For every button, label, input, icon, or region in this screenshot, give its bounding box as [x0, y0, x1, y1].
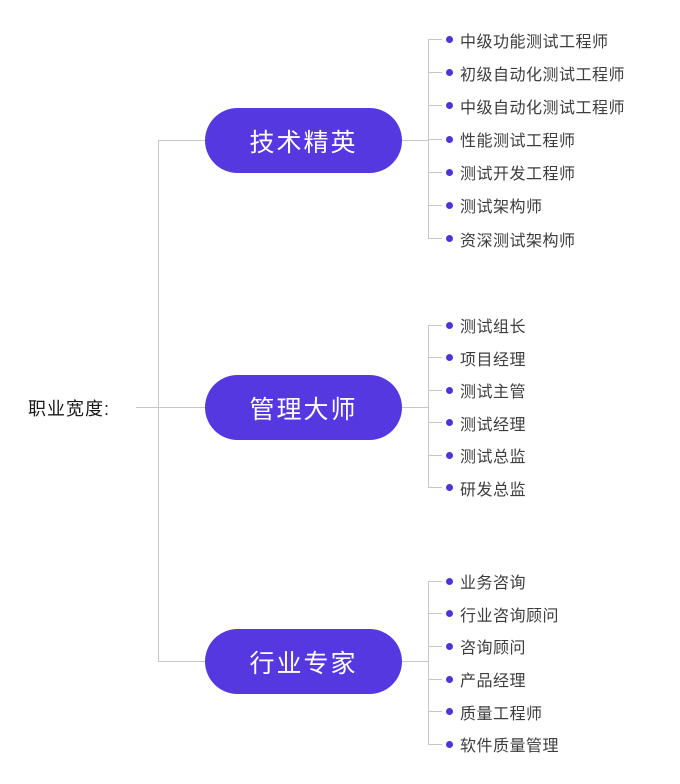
leaf-label: 业务咨询 — [460, 575, 527, 593]
leaf-label: 质量工程师 — [460, 705, 543, 723]
branch-node-management-master: 管理大师 — [205, 375, 402, 440]
bullet-icon — [446, 419, 453, 427]
bullet-icon — [446, 354, 453, 362]
leaf-label: 软件质量管理 — [460, 738, 560, 756]
leaf-item: 中级自动化测试工程师 — [428, 89, 625, 122]
leaf-connector-line — [428, 238, 442, 240]
leaf-connector-line — [428, 105, 442, 107]
leaf-connector-line — [428, 711, 442, 713]
bullet-icon — [446, 675, 453, 683]
leaf-connector-line — [428, 39, 442, 41]
branch-3-connector-line — [158, 661, 205, 662]
root-connector-line — [136, 407, 205, 408]
bullet-icon — [446, 321, 453, 329]
leaf-item: 初级自动化测试工程师 — [428, 56, 625, 89]
bullet-icon — [446, 102, 453, 110]
bullet-icon — [446, 642, 453, 650]
leaf-item: 测试组长 — [428, 309, 526, 342]
bullet-icon — [446, 740, 453, 748]
bullet-icon — [446, 484, 453, 492]
root-label: 职业宽度: — [28, 399, 111, 419]
leaf-item: 业务咨询 — [428, 565, 559, 598]
branch-1-bracket-connector — [402, 140, 428, 141]
leaf-item: 测试主管 — [428, 374, 526, 407]
branch-node-tech-elite: 技术精英 — [205, 108, 402, 173]
leaf-item: 软件质量管理 — [428, 728, 559, 761]
leaf-connector-line — [428, 580, 442, 582]
bullet-icon — [446, 610, 453, 618]
branch-node-industry-expert: 行业专家 — [205, 629, 402, 694]
leaf-item: 测试总监 — [428, 439, 526, 472]
bullet-icon — [446, 36, 453, 44]
leaf-label: 测试经理 — [460, 416, 527, 434]
leaf-label: 测试架构师 — [460, 199, 543, 217]
leaf-connector-line — [428, 678, 442, 680]
leaf-item: 研发总监 — [428, 472, 526, 505]
leaf-label: 测试总监 — [460, 449, 527, 467]
leaf-label: 性能测试工程师 — [460, 133, 576, 151]
leaf-connector-line — [428, 171, 442, 173]
leaf-label: 行业咨询顾问 — [460, 607, 560, 625]
bullet-icon — [446, 708, 453, 716]
leaf-connector-line — [428, 613, 442, 615]
branch-3-bracket-connector — [402, 661, 428, 662]
branch-3-leaf-bracket — [428, 581, 429, 744]
leaf-label: 中级功能测试工程师 — [460, 33, 609, 51]
bullet-icon — [446, 235, 453, 243]
leaf-connector-line — [428, 357, 442, 359]
leaf-label: 咨询顾问 — [460, 640, 527, 658]
leaf-item: 性能测试工程师 — [428, 122, 625, 155]
leaf-connector-line — [428, 72, 442, 74]
branch-1-connector-line — [158, 140, 205, 141]
leaf-connector-line — [428, 389, 442, 391]
leaf-label: 初级自动化测试工程师 — [460, 66, 626, 84]
leaf-group-tech-elite: 中级功能测试工程师 初级自动化测试工程师 中级自动化测试工程师 性能测试工程师 … — [428, 23, 625, 255]
bullet-icon — [446, 201, 453, 209]
leaf-label: 项目经理 — [460, 351, 527, 369]
leaf-group-management-master: 测试组长 项目经理 测试主管 测试经理 测试总监 研发总监 — [428, 309, 526, 504]
leaf-connector-line — [428, 138, 442, 140]
leaf-connector-line — [428, 454, 442, 456]
branch-2-leaf-bracket — [428, 325, 429, 488]
leaf-item: 质量工程师 — [428, 695, 559, 728]
bullet-icon — [446, 577, 453, 585]
leaf-label: 测试主管 — [460, 384, 527, 402]
leaf-item: 咨询顾问 — [428, 630, 559, 663]
bullet-icon — [446, 451, 453, 459]
leaf-label: 研发总监 — [460, 481, 527, 499]
leaf-item: 测试开发工程师 — [428, 156, 625, 189]
leaf-item: 测试架构师 — [428, 189, 625, 222]
spine-line — [158, 140, 159, 662]
leaf-label: 资深测试架构师 — [460, 232, 576, 250]
leaf-connector-line — [428, 487, 442, 489]
leaf-connector-line — [428, 645, 442, 647]
leaf-item: 资深测试架构师 — [428, 222, 625, 255]
bullet-icon — [446, 135, 453, 143]
leaf-item: 产品经理 — [428, 663, 559, 696]
leaf-connector-line — [428, 743, 442, 745]
bullet-icon — [446, 168, 453, 176]
leaf-label: 测试组长 — [460, 319, 527, 337]
leaf-label: 产品经理 — [460, 673, 527, 691]
leaf-connector-line — [428, 422, 442, 424]
leaf-item: 测试经理 — [428, 407, 526, 440]
bullet-icon — [446, 69, 453, 77]
leaf-connector-line — [428, 324, 442, 326]
leaf-connector-line — [428, 204, 442, 206]
bullet-icon — [446, 386, 453, 394]
leaf-label: 中级自动化测试工程师 — [460, 99, 626, 117]
leaf-item: 项目经理 — [428, 342, 526, 375]
branch-2-bracket-connector — [402, 407, 428, 408]
leaf-label: 测试开发工程师 — [460, 166, 576, 184]
leaf-item: 行业咨询顾问 — [428, 598, 559, 631]
leaf-group-industry-expert: 业务咨询 行业咨询顾问 咨询顾问 产品经理 质量工程师 软件质量管理 — [428, 565, 559, 761]
leaf-item: 中级功能测试工程师 — [428, 23, 625, 56]
